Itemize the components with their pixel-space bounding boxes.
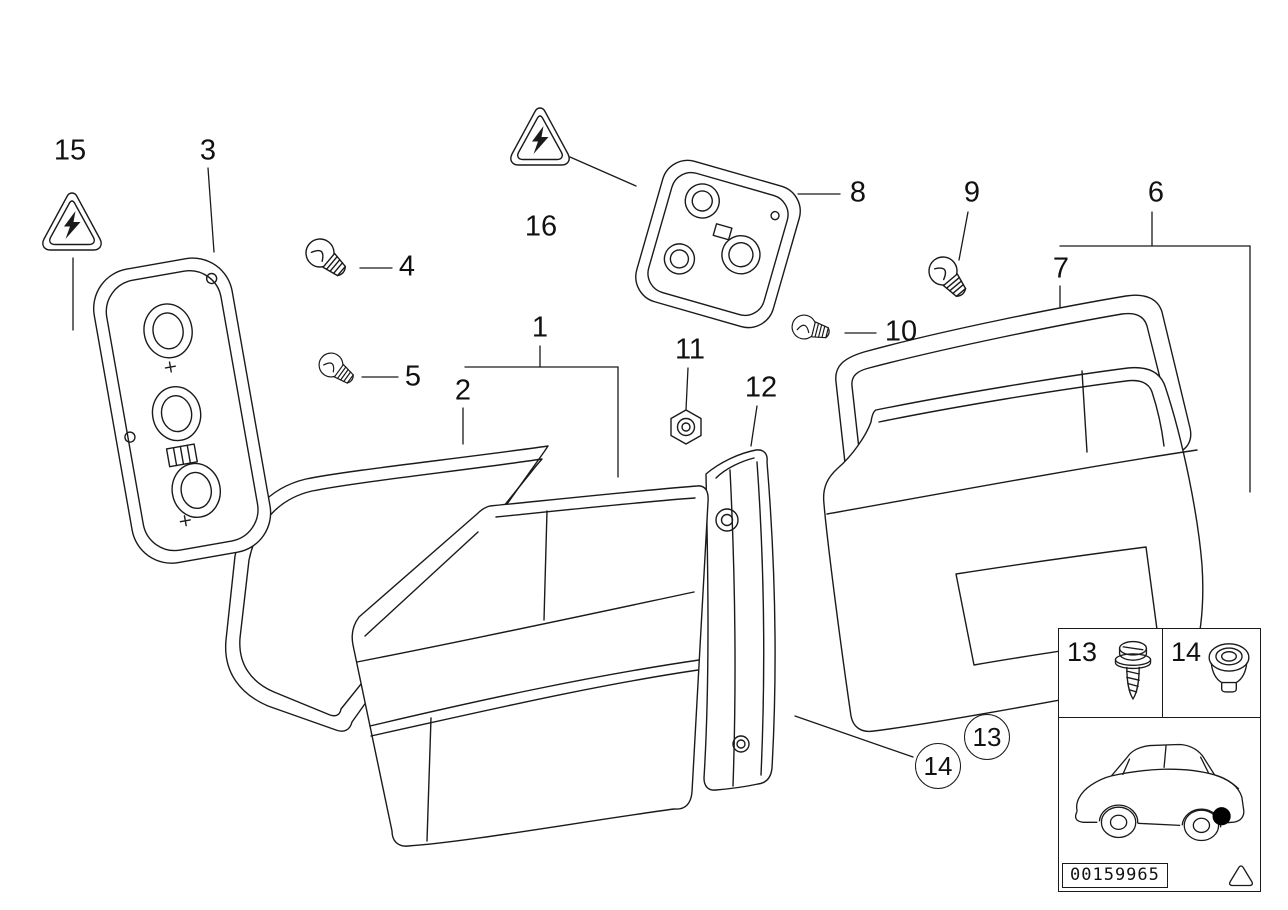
inset-item-14: 14 (1163, 629, 1260, 717)
callout-16[interactable]: 16 (524, 210, 558, 243)
callout-4[interactable]: 4 (398, 250, 416, 283)
leader-lines (72, 156, 1251, 758)
bulb-carrier-left (92, 257, 272, 564)
car-location-icon (1074, 743, 1245, 842)
callout-10[interactable]: 10 (884, 315, 918, 348)
part-number: 00159965 (1070, 865, 1160, 885)
callout-7[interactable]: 7 (1052, 252, 1070, 285)
callout-2[interactable]: 2 (454, 374, 472, 407)
bulb-icon (788, 311, 833, 346)
hex-nut-icon (670, 409, 702, 445)
callout-15[interactable]: 15 (53, 134, 87, 167)
warning-triangle-icon (510, 107, 570, 166)
callout-14-circle[interactable]: 14 (915, 743, 961, 789)
bulb-carrier-right (635, 159, 801, 329)
callout-12[interactable]: 12 (744, 371, 778, 404)
hardware-inset-panel: 13 14 (1058, 628, 1261, 892)
warning-triangle-icon (42, 192, 102, 251)
part-number-box: 00159965 (1062, 863, 1168, 888)
grommet-socket-icon (1208, 643, 1250, 693)
callout-5[interactable]: 5 (404, 360, 422, 393)
inset-location-cell: 00159965 (1059, 718, 1260, 890)
callout-6[interactable]: 6 (1147, 176, 1165, 209)
warning-triangle-small-icon (1228, 865, 1254, 887)
location-dot (1212, 807, 1231, 826)
callout-3[interactable]: 3 (199, 134, 217, 167)
inset-item-13: 13 (1059, 629, 1163, 717)
callout-9[interactable]: 9 (963, 176, 981, 209)
callout-1[interactable]: 1 (531, 311, 549, 344)
bulb-icon (299, 232, 353, 284)
callout-11[interactable]: 11 (674, 333, 706, 366)
inset-label-14[interactable]: 14 (1171, 637, 1202, 667)
screw-icon (1114, 640, 1152, 701)
callout-13-circle[interactable]: 13 (964, 714, 1010, 760)
callout-8[interactable]: 8 (849, 176, 867, 209)
mounting-bracket (703, 449, 776, 791)
bulb-icon (313, 347, 360, 391)
tail-light-lens-left (351, 485, 709, 847)
bulb-icon (922, 250, 974, 304)
inset-label-13[interactable]: 13 (1067, 637, 1098, 667)
inset-hardware-row: 13 14 (1059, 629, 1260, 718)
